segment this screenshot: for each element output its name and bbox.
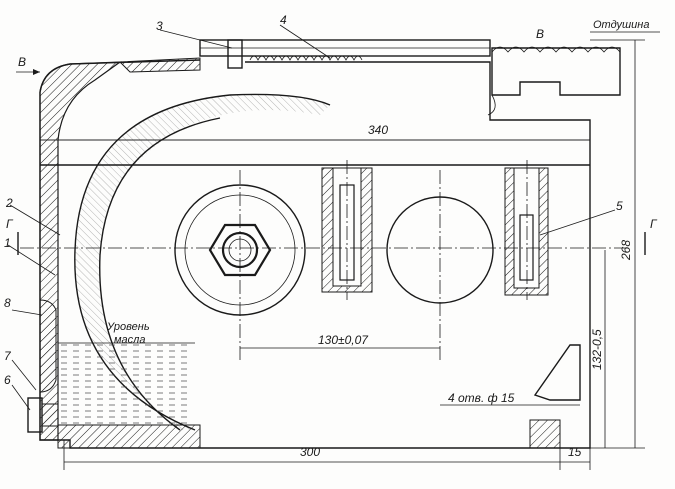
leader-lines <box>7 24 660 411</box>
dim-300: 300 <box>300 445 320 459</box>
label-part-5: 5 <box>616 199 623 213</box>
cover-spring <box>227 39 363 69</box>
label-section-b-left: В <box>18 55 26 69</box>
oil-reservoir <box>58 342 195 425</box>
label-section-b-detail: В <box>536 27 544 41</box>
dim-340: 340 <box>368 123 388 137</box>
drain-plug <box>27 397 59 433</box>
label-section-g-right: Г <box>650 217 658 231</box>
bolt-pocket-right <box>504 167 549 296</box>
section-arrows <box>16 69 646 255</box>
label-part-8: 8 <box>4 296 11 310</box>
label-part-2: 2 <box>5 196 13 210</box>
dim-130: 130±0,07 <box>318 333 369 347</box>
dim-15: 15 <box>568 445 582 459</box>
dim-holes: 4 отв. ф 15 <box>448 391 515 405</box>
label-oil-level-1: Уровень <box>106 321 150 333</box>
housing-outline <box>39 39 591 449</box>
dimension-lines <box>40 39 645 470</box>
label-part-4: 4 <box>280 13 287 27</box>
label-vent: Отдушина <box>593 19 649 31</box>
label-oil-level-2: масла <box>114 334 145 346</box>
oil-gauge <box>39 299 57 393</box>
detail-view-b <box>487 46 621 116</box>
dimension-labels: 340 300 15 130±0,07 4 отв. ф 15 268 132-… <box>300 123 633 459</box>
part-labels: 2 1 3 4 5 6 7 8 В В Г Г Отдушина Уровень… <box>4 13 658 387</box>
label-part-7: 7 <box>4 349 12 363</box>
center-lines <box>20 160 630 360</box>
label-section-g-left: Г <box>6 217 14 231</box>
label-part-6: 6 <box>4 373 11 387</box>
dim-132: 132-0,5 <box>590 329 604 370</box>
label-part-3: 3 <box>156 19 163 33</box>
foot-boss <box>533 344 581 401</box>
dim-268: 268 <box>619 240 633 261</box>
label-part-1: 1 <box>4 236 11 250</box>
